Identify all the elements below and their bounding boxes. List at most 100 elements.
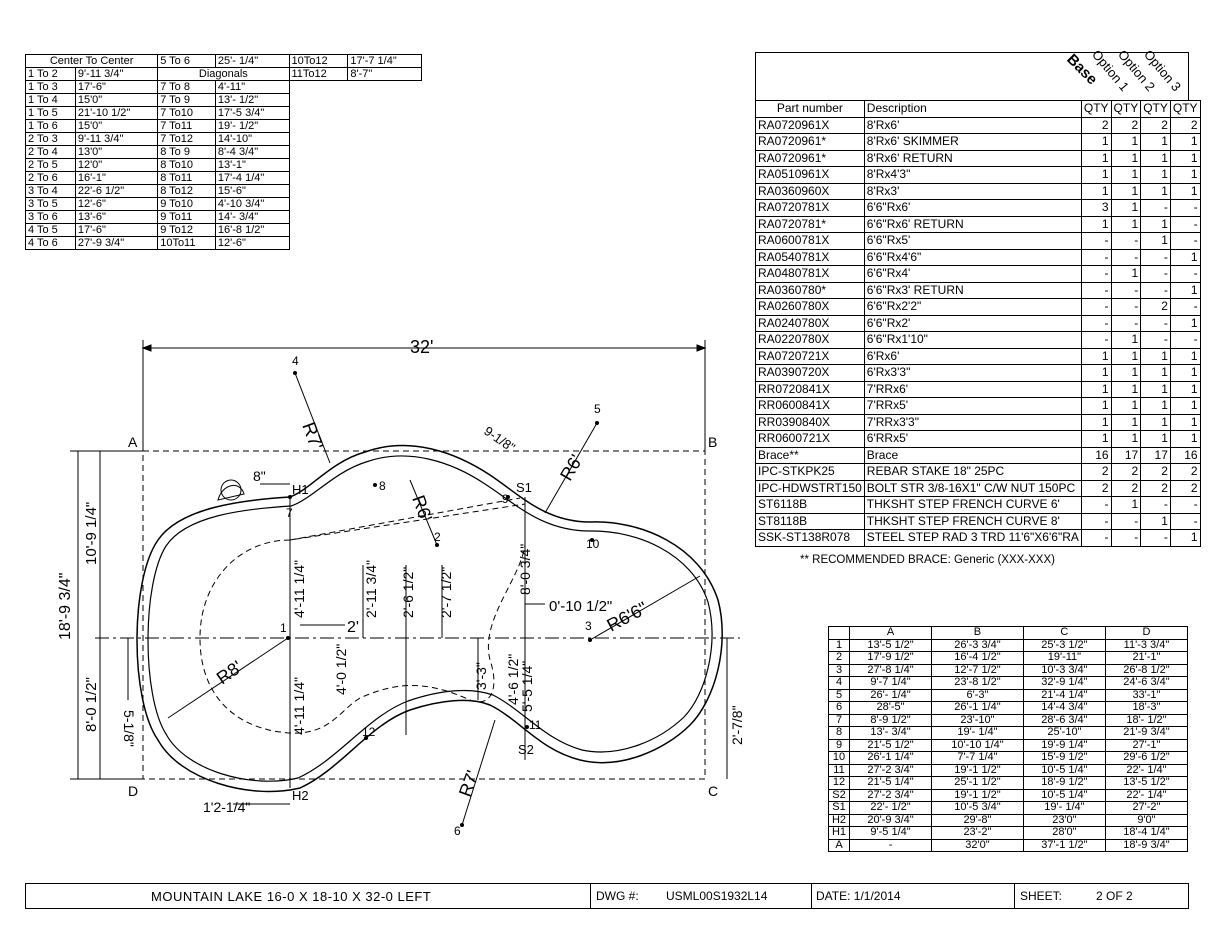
parts-cell: - [1169,496,1201,514]
parts-cell: 1 [1140,182,1171,200]
parts-cell: 2 [1169,116,1201,134]
parts-cell: REBAR STAKE 18" 25PC [863,463,1082,481]
parts-cell: 6'Rx3'3" [863,364,1082,382]
point-label: 2 [434,530,441,544]
parts-cell: RA0720961X [755,116,865,134]
parts-cell: - [1080,331,1112,349]
parts-cell: 16 [1080,446,1112,464]
parts-cell: - [1140,331,1171,349]
parts-cell: 1 [1169,397,1201,415]
parts-cell: - [1169,512,1201,530]
parts-cell: RR0600721X [755,430,865,448]
parts-cell: - [1080,248,1112,266]
parts-cell: 1 [1140,133,1171,151]
parts-cell: 1 [1169,182,1201,200]
date: DATE: 1/1/2014 [816,889,901,903]
parts-cell: - [1110,512,1142,530]
parts-cell: RA0360960X [755,182,865,200]
parts-cell: RA0510961X [755,166,865,184]
parts-header-cell: QTY [1140,100,1171,118]
coord-cell: 18'- 1/2" [1104,713,1189,727]
dim-5-5: 5'-5 1/4" [519,661,535,712]
parts-cell: 8'Rx4'3" [863,166,1082,184]
coord-cell: 18'-4 1/4" [1104,826,1189,840]
point-label: 11 [529,718,542,732]
parts-cell: - [1140,529,1171,547]
parts-cell: - [1169,331,1201,349]
coord-cell: 32'0" [931,838,1024,852]
parts-cell: 2 [1110,463,1142,481]
parts-cell: 6'6"Rx6' RETURN [863,215,1082,233]
width-bottom-dim: 8'-0 1/2" [83,677,100,732]
parts-cell: 1 [1110,199,1142,217]
coord-cell: 10 [828,751,850,765]
layout-point [435,543,439,547]
point-label: 8 [379,479,386,493]
coord-cell: 33'-1" [1104,688,1189,702]
layout-point [286,636,290,640]
coord-cell: 26'-8 1/2" [1104,663,1189,677]
dim-2-11: 2'-11 3/4" [363,560,379,618]
parts-cell: 1 [1169,133,1201,151]
parts-cell: SSK-ST138R078 [755,529,865,547]
coord-cell: 18'-9 3/4" [1104,838,1189,852]
point-label: 6 [454,824,461,838]
parts-cell: RR0390840X [755,413,865,431]
width-top-dim: 10'-9 1/4" [83,502,100,565]
coord-cell: 27'-2 3/4" [848,788,933,802]
point-label: 1 [280,621,287,635]
dim-8-0: 8'-0 3/4" [517,544,533,595]
parts-row: RA0360780*6'6"Rx3' RETURN---1 [755,281,1201,299]
parts-header-cell: Part number [755,100,865,118]
coord-cell: 27'-1" [1104,738,1189,752]
parts-cell: 7'RRx3'3" [863,413,1082,431]
parts-cell: 1 [1080,149,1112,167]
parts-cell: 1 [1140,232,1171,250]
parts-cell: 1 [1140,166,1171,184]
layout-rectangle [142,450,706,780]
parts-cell: 6'6"Rx4'6" [863,248,1082,266]
coord-cell: 3 [828,663,850,677]
parts-cell: 2 [1080,463,1112,481]
parts-cell: 6'Rx6' [863,347,1082,365]
parts-cell: 1 [1110,331,1142,349]
parts-cell: 1 [1169,413,1201,431]
parts-cell: 1 [1080,364,1112,382]
divider-1 [590,884,591,908]
parts-cell: 1 [1169,149,1201,167]
coord-cell: 23'-2" [931,826,1024,840]
parts-cell: RA0720781* [755,215,865,233]
coord-cell: 1 [828,638,850,652]
parts-cell: 1 [1080,430,1112,448]
coord-cell: 14'-4 3/4" [1022,701,1106,715]
parts-cell: 1 [1080,133,1112,151]
parts-cell: RA0720961* [755,149,865,167]
parts-cell: 1 [1169,281,1201,299]
layout-point [595,421,599,425]
coord-cell: 26'- 1/4" [848,688,933,702]
coord-cell: S1 [828,801,850,815]
dwg-number: USML00S1932L14 [666,889,768,903]
point-label: 10 [586,537,600,551]
coord-cell: 6 [828,701,850,715]
parts-cell: - [1080,496,1112,514]
coord-cell: 13'-5 1/2" [1104,776,1189,790]
dim-3-3: 3'-3" [473,662,489,690]
coord-header-cell [828,626,850,640]
coord-cell: 4 [828,676,850,690]
